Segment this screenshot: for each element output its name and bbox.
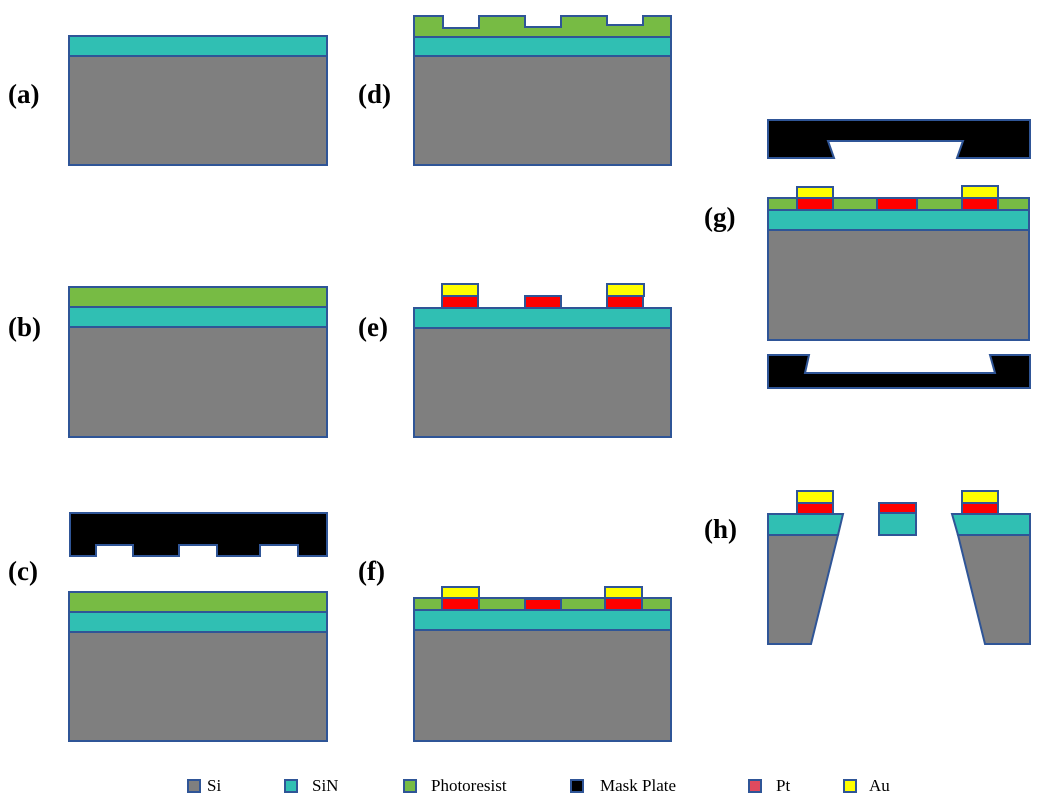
- panel-label-g: (g): [704, 202, 736, 232]
- legend-label-au: Au: [869, 776, 890, 795]
- au-pad-right: [961, 490, 999, 504]
- sin-layer: [68, 611, 328, 633]
- panel-e-cross-section: [413, 283, 672, 438]
- legend-item-pt: Pt: [748, 776, 790, 796]
- si-substrate: [68, 326, 328, 438]
- si-substrate: [413, 327, 672, 438]
- mask-plate-bottom: [767, 354, 1031, 389]
- pt-pad-center: [876, 197, 918, 211]
- panel-b-cross-section: [68, 286, 328, 438]
- legend-swatch-sin: [284, 779, 298, 793]
- au-pad-right: [606, 283, 645, 297]
- legend-item-sin: SiN: [284, 776, 338, 796]
- au-pad-left: [441, 283, 479, 297]
- panel-label-d: (d): [358, 79, 391, 109]
- legend-label-mask-plate: Mask Plate: [600, 776, 677, 795]
- patterned-photoresist: [413, 15, 672, 38]
- pt-pad-center: [524, 295, 562, 309]
- si-substrate: [68, 55, 328, 166]
- photoresist-layer: [68, 286, 328, 308]
- panel-label-b: (b): [8, 312, 41, 342]
- pt-pad-left: [441, 597, 480, 611]
- panel-g-cross-section: [767, 119, 1031, 389]
- si-substrate: [767, 229, 1030, 341]
- legend-label-sin: SiN: [312, 776, 339, 795]
- mask-plate-top: [767, 119, 1031, 159]
- panel-c-cross-section: [68, 512, 328, 742]
- pt-pad-right: [961, 197, 999, 211]
- au-pad-left: [796, 490, 834, 504]
- sin-layer: [767, 209, 1030, 231]
- sin-layer: [413, 307, 672, 329]
- legend-label-pt: Pt: [776, 776, 791, 795]
- pt-pad-left: [796, 197, 834, 211]
- legend-swatch-au: [843, 779, 857, 793]
- pt-pad-right: [961, 502, 999, 515]
- legend-item-mask-plate: Mask Plate: [570, 776, 676, 796]
- au-pad-right: [961, 185, 999, 199]
- legend-label-photoresist: Photoresist: [431, 776, 507, 795]
- mask-plate: [69, 512, 328, 557]
- sin-center-island: [878, 512, 917, 536]
- pt-pad-right: [604, 597, 643, 611]
- legend-item-photoresist: Photoresist: [403, 776, 507, 796]
- legend-swatch-pt: [748, 779, 762, 793]
- panel-f-cross-section: [413, 586, 672, 742]
- pt-pad-right: [606, 295, 644, 309]
- photoresist-layer: [68, 591, 328, 613]
- si-substrate: [68, 631, 328, 742]
- legend-label-si: Si: [207, 776, 222, 795]
- panel-label-f: (f): [358, 556, 385, 586]
- panel-label-e: (e): [358, 312, 388, 342]
- sin-layer: [413, 609, 672, 631]
- si-substrate: [413, 55, 672, 166]
- legend-swatch-si: [187, 779, 201, 793]
- si-etched-left: [767, 534, 840, 645]
- panel-h-cross-section: [767, 490, 1031, 645]
- au-pad-right: [604, 586, 643, 599]
- sin-layer: [413, 36, 672, 57]
- panel-label-h: (h): [704, 514, 737, 544]
- legend-item-si: Si: [187, 776, 221, 796]
- sin-layer: [68, 306, 328, 328]
- pt-pad-left: [441, 295, 479, 309]
- au-pad-left: [441, 586, 480, 599]
- sin-left: [767, 513, 845, 536]
- panel-d-cross-section: [413, 15, 672, 166]
- pt-pad-center: [878, 502, 917, 514]
- panel-label-c: (c): [8, 556, 38, 586]
- panel-label-a: (a): [8, 79, 40, 109]
- au-pad-left: [796, 186, 834, 199]
- sin-layer: [68, 35, 328, 57]
- pt-pad-center: [524, 598, 562, 611]
- sin-right: [950, 513, 1031, 536]
- si-etched-right: [956, 534, 1031, 645]
- panel-a-cross-section: [68, 35, 328, 166]
- si-substrate: [413, 629, 672, 742]
- legend-swatch-mask-plate: [570, 779, 584, 793]
- legend-item-au: Au: [843, 776, 890, 796]
- legend-swatch-photoresist: [403, 779, 417, 793]
- pt-pad-left: [796, 502, 834, 515]
